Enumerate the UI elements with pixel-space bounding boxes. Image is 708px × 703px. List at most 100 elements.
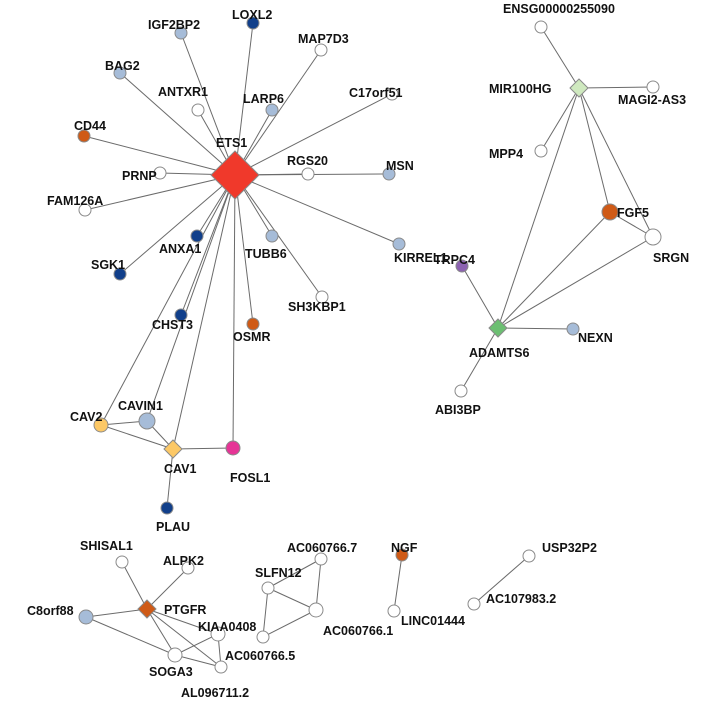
edge-ETS1-BAG2: [119, 72, 236, 176]
node-label-AC060766.1: AC060766.1: [323, 624, 393, 638]
node-KIRREL1: [392, 237, 406, 251]
node-label-FOSL1: FOSL1: [230, 471, 270, 485]
edge-ETS1-FAM126A: [84, 174, 236, 211]
node-ETS1: [210, 150, 260, 200]
edge-PTGFR-AL096711.2: [146, 608, 222, 668]
node-label-C8orf88: C8orf88: [27, 604, 74, 618]
node-ENSG00000255090: [534, 20, 548, 34]
node-label-SRGN: SRGN: [653, 251, 689, 265]
edge-ETS1-KIRREL1: [234, 174, 400, 245]
node-label-CAV2: CAV2: [70, 410, 102, 424]
node-MPP4: [534, 144, 548, 158]
node-AL096711.2: [214, 660, 228, 674]
node-C8orf88: [78, 609, 94, 625]
node-label-FAM126A: FAM126A: [47, 194, 103, 208]
node-CAV1: [163, 439, 183, 459]
node-FOSL1: [225, 440, 241, 456]
node-label-SLFN12: SLFN12: [255, 566, 302, 580]
node-label-ETS1: ETS1: [216, 136, 247, 150]
node-label-MIR100HG: MIR100HG: [489, 82, 552, 96]
node-label-ANTXR1: ANTXR1: [158, 85, 208, 99]
node-MAP7D3: [314, 43, 328, 57]
node-label-AC060766.7: AC060766.7: [287, 541, 357, 555]
node-label-AL096711.2: AL096711.2: [181, 686, 249, 700]
edge-SOGA3-AL096711.2: [174, 654, 222, 668]
edge-MIR100HG-ENSG00000255090: [540, 26, 580, 89]
node-AC060766.7: [314, 552, 328, 566]
node-label-PLAU: PLAU: [156, 520, 190, 534]
node-label-PRNP: PRNP: [122, 169, 157, 183]
node-SH3KBP1: [315, 290, 329, 304]
node-IGF2BP2: [174, 26, 188, 40]
node-MAGI2-AS3: [646, 80, 660, 94]
edge-NGF-LINC01444: [393, 554, 403, 612]
node-label-ABI3BP: ABI3BP: [435, 403, 481, 417]
node-label-TUBB6: TUBB6: [245, 247, 287, 261]
edge-AC060766.7-SLFN12: [267, 558, 322, 589]
node-label-MPP4: MPP4: [489, 147, 523, 161]
node-label-TRPC4: TRPC4: [434, 253, 475, 267]
edge-ETS1-SGK1: [119, 174, 236, 275]
node-label-KIAA0408: KIAA0408: [198, 620, 256, 634]
node-CD44: [77, 129, 91, 143]
node-KIAA0408: [210, 626, 226, 642]
edge-ADAMTS6-NEXN: [497, 327, 574, 330]
edge-PTGFR-C8orf88: [85, 608, 148, 618]
node-NGF: [395, 548, 409, 562]
node-SHISAL1: [115, 555, 129, 569]
node-label-KIRREL1: KIRREL1: [394, 251, 448, 265]
node-label-ALPK2: ALPK2: [163, 554, 204, 568]
edge-MIR100HG-ADAMTS6: [497, 87, 580, 329]
node-label-MAP7D3: MAP7D3: [298, 32, 349, 46]
edge-CAV1-FOSL1: [172, 447, 234, 450]
node-layer: [77, 16, 662, 674]
edge-PTGFR-SHISAL1: [121, 561, 148, 610]
node-TUBB6: [265, 229, 279, 243]
node-label-SGK1: SGK1: [91, 258, 125, 272]
node-CAVIN1: [138, 412, 156, 430]
edge-ADAMTS6-ABI3BP: [460, 327, 499, 392]
edge-FGF5-ADAMTS6: [497, 211, 611, 329]
node-BAG2: [113, 66, 127, 80]
edge-SLFN12-AC060766.1: [267, 587, 317, 611]
node-SLFN12: [261, 581, 275, 595]
node-LINC01444: [387, 604, 401, 618]
node-NEXN: [566, 322, 580, 336]
node-FGF5: [601, 203, 619, 221]
node-label-FGF5: FGF5: [617, 206, 649, 220]
node-ABI3BP: [454, 384, 468, 398]
edge-CAV1-PLAU: [166, 448, 174, 509]
node-label-SOGA3: SOGA3: [149, 665, 193, 679]
edge-PTGFR-KIAA0408: [146, 608, 219, 635]
node-label-NEXN: NEXN: [578, 331, 613, 345]
node-MIR100HG: [569, 78, 589, 98]
node-label-NGF: NGF: [391, 541, 418, 555]
node-label-SH3KBP1: SH3KBP1: [288, 300, 346, 314]
node-label-USP32P2: USP32P2: [542, 541, 597, 555]
node-AC060766.1: [308, 602, 324, 618]
node-label-MAGI2-AS3: MAGI2-AS3: [618, 93, 686, 107]
edge-ETS1-OSMR: [234, 174, 254, 325]
edge-ADAMTS6-TRPC4: [461, 265, 499, 329]
edge-ETS1-CHST3: [180, 174, 236, 316]
node-label-BAG2: BAG2: [105, 59, 140, 73]
edge-ETS1-C17orf51: [234, 93, 393, 176]
node-label-AC107983.2: AC107983.2: [486, 592, 556, 606]
node-label-SHISAL1: SHISAL1: [80, 539, 133, 553]
node-label-CAVIN1: CAVIN1: [118, 399, 163, 413]
node-label-IGF2BP2: IGF2BP2: [148, 18, 200, 32]
node-ANXA1: [190, 229, 204, 243]
edge-ETS1-CAVIN1: [146, 174, 236, 422]
node-label-AC060766.5: AC060766.5: [225, 649, 295, 663]
node-label-PTGFR: PTGFR: [164, 603, 206, 617]
edge-ETS1-FOSL1: [232, 174, 236, 449]
node-LOXL2: [246, 16, 260, 30]
edge-layer: [83, 22, 654, 668]
edge-ETS1-IGF2BP2: [180, 32, 236, 176]
node-ANTXR1: [191, 103, 205, 117]
node-label-OSMR: OSMR: [233, 330, 271, 344]
edge-SOGA3-KIAA0408: [174, 633, 219, 656]
node-FAM126A: [78, 203, 92, 217]
edge-MIR100HG-MPP4: [540, 87, 580, 152]
